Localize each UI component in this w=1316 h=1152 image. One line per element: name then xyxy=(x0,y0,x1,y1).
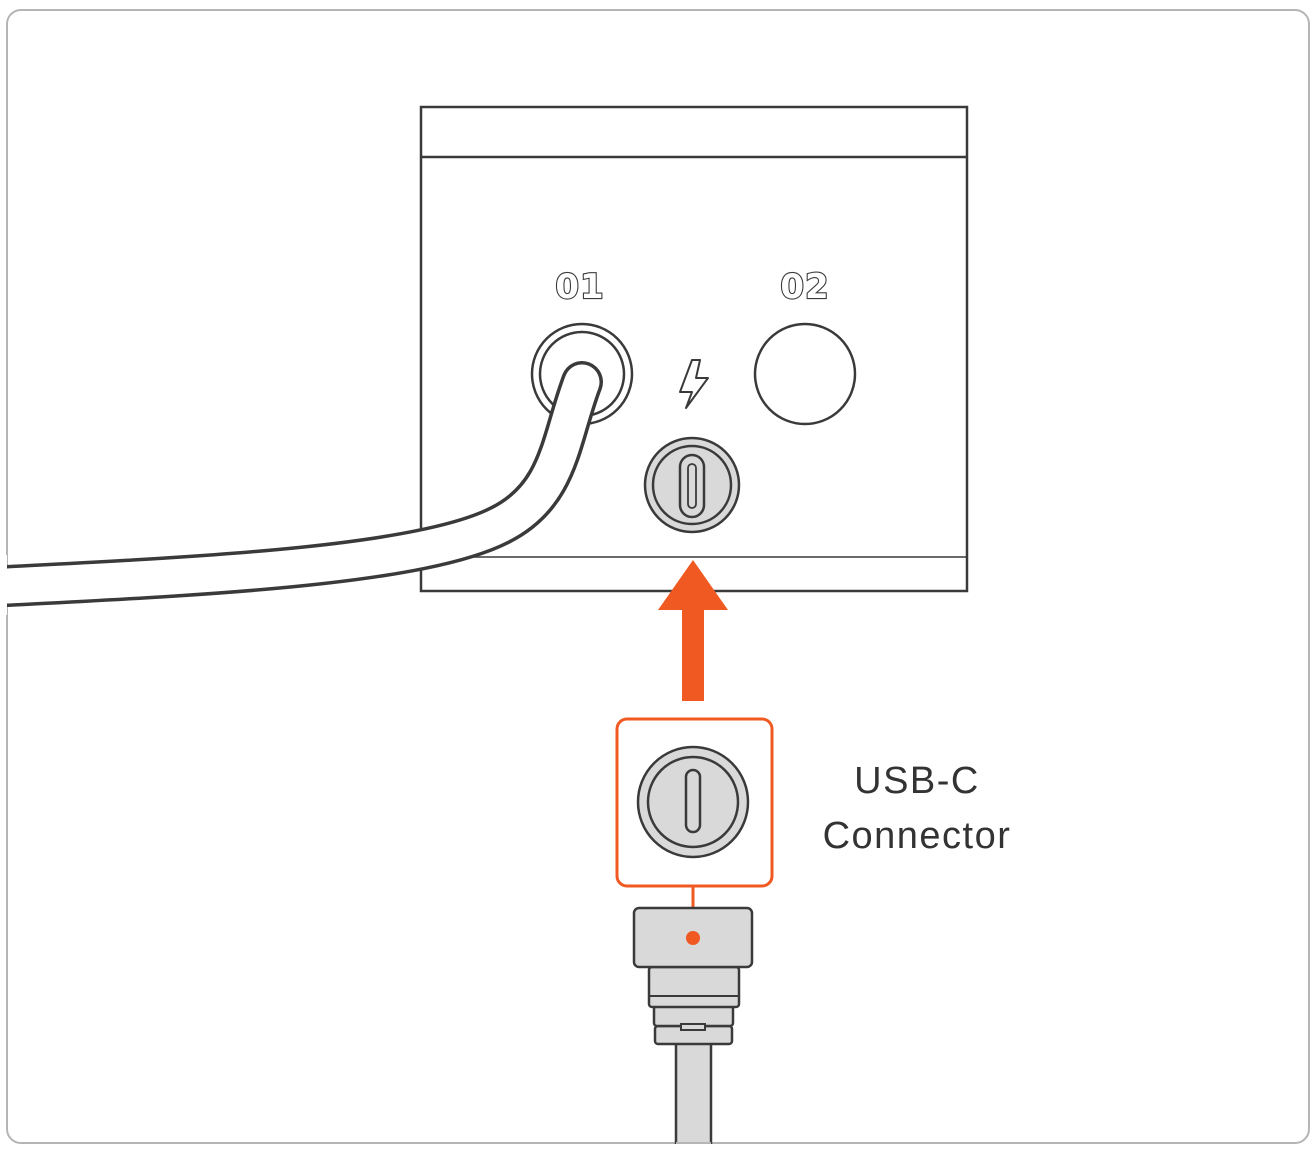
usb-c-label-line2: Connector xyxy=(823,815,1012,857)
port-02 xyxy=(753,322,857,426)
port-01-label: 01 xyxy=(555,267,604,307)
port-02-label: 02 xyxy=(780,267,829,307)
port-01-cable xyxy=(0,361,603,615)
usb-c-connector-face-icon xyxy=(636,745,750,859)
usb-c-label-line1: USB-C xyxy=(854,760,980,802)
lightning-bolt-icon xyxy=(679,359,709,409)
insert-direction-arrow xyxy=(658,560,728,701)
usb-c-port xyxy=(643,436,741,534)
callout-marker-dot xyxy=(686,931,700,945)
